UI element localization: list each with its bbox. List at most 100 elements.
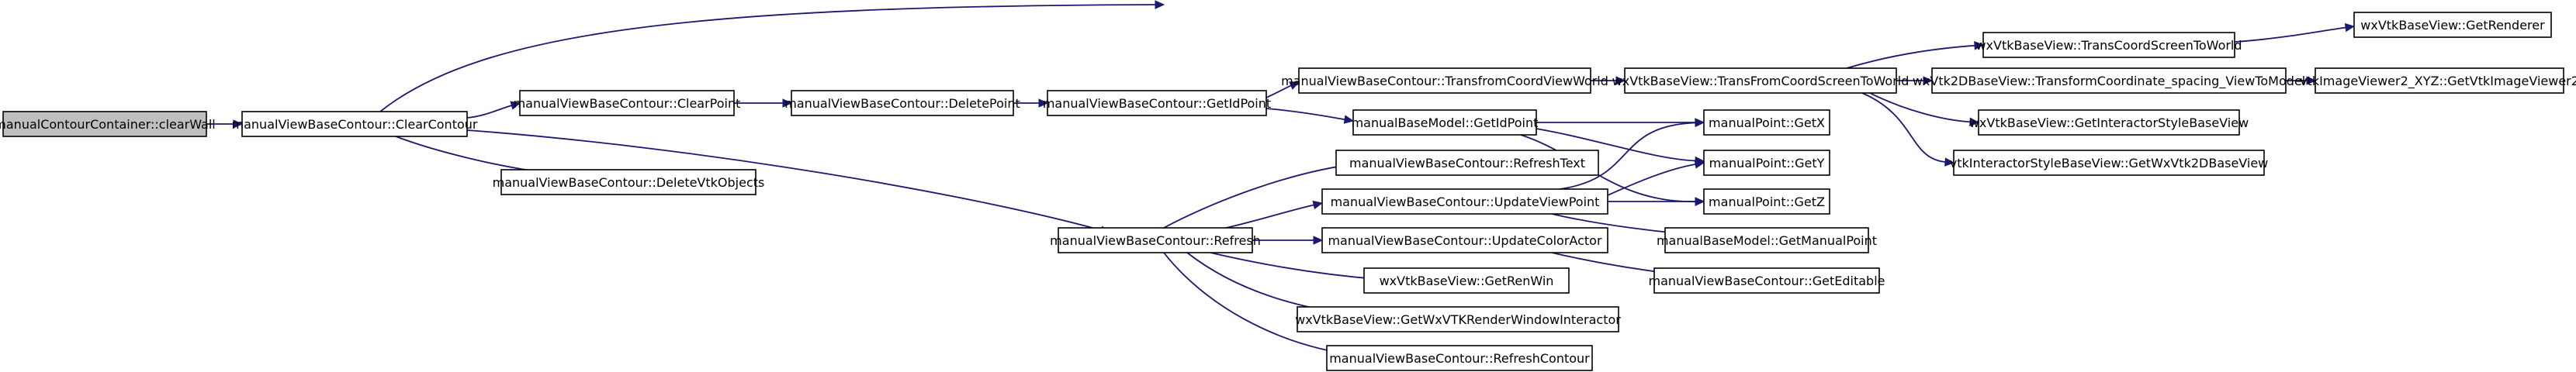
edge-arrowhead [1343,115,1355,124]
node-box [1297,306,1619,332]
node-label: wxVtk2DBaseView::TransformCoordinate_spa… [1913,74,2305,89]
node-box [519,90,735,116]
call-edge [1536,118,1705,127]
function-node[interactable]: manualViewBaseContour::ClearPoint [514,90,741,116]
call-edge [466,101,521,119]
node-label: manualBaseModel::GetIdPoint [1352,115,1539,130]
function-node[interactable]: manualPoint::GetZ [1703,188,1830,215]
function-node[interactable]: wxVtkBaseView::GetWxVTKRenderWindowInter… [1295,306,1621,332]
node-box [500,169,757,195]
function-node[interactable]: manualViewBaseContour::UpdateViewPoint [1321,188,1608,215]
call-edge [206,119,244,129]
edge-line [1163,252,1359,356]
call-edge [1590,76,1626,85]
node-box [1298,67,1591,94]
node-box [2315,67,2564,94]
function-node[interactable]: wxVtk2DBaseView::TransformCoordinate_spa… [1913,67,2305,94]
node-box [1363,267,1570,294]
edge-arrowhead [1312,200,1324,210]
node-box [791,90,1014,116]
edge-line [1265,84,1293,98]
call-edge [2285,76,2317,85]
edge-line [1163,163,1359,229]
edge-arrowhead [1969,117,1980,127]
edge-line [1520,134,1697,203]
call-edge [1607,160,1705,196]
node-box [1321,188,1608,215]
node-label: vtkInteractorStyleBaseView::GetWxVtk2DBa… [1950,156,2269,170]
function-node[interactable]: vtkImageViewer2_XYZ::GetVtkImageViewer2 [2300,67,2576,94]
function-node[interactable]: manualBaseModel::GetIdPoint [1352,109,1539,136]
node-box [1703,150,1830,176]
function-node[interactable]: manualViewBaseContour::GetIdPoint [1043,90,1271,116]
node-box [1931,67,2287,94]
node-label: manualPoint::GetX [1709,115,1825,130]
node-box [1953,150,2265,176]
function-node[interactable]: manualViewBaseContour::RefreshText [1335,150,1599,176]
edge-line [1607,163,1697,196]
node-box [1058,227,1253,253]
edge-line [1846,44,1976,69]
function-node[interactable]: manualViewBaseContour::DeleteVtkObjects [493,169,765,195]
function-node[interactable]: manualViewBaseContour::DeletePoint [784,90,1020,116]
function-node[interactable]: manualViewBaseContour::Refresh [1050,227,1261,253]
node-label: manualPoint::GetZ [1709,195,1825,209]
function-node[interactable]: wxVtkBaseView::TransCoordScreenToWorld [1975,32,2242,58]
function-node[interactable]: vtkInteractorStyleBaseView::GetWxVtk2DBa… [1950,150,2269,176]
edge-line [379,4,1157,112]
function-node[interactable]: wxVtkBaseView::TransFromCoordScreenToWor… [1612,67,1909,94]
node-label: wxVtkBaseView::GetRenWin [1380,274,1554,288]
node-label: wxVtkBaseView::GetWxVTKRenderWindowInter… [1295,312,1621,327]
node-label: wxVtkBaseView::TransCoordScreenToWorld [1975,38,2242,53]
edge-line [1186,252,1359,316]
function-node[interactable]: manualPoint::GetX [1703,109,1830,136]
edge-arrowhead [1923,76,1934,85]
function-node[interactable]: manualViewBaseContour::GetEditable [1649,267,1885,294]
function-node[interactable]: manualPoint::GetY [1703,150,1830,176]
edge-line [1265,108,1346,121]
function-node[interactable]: manualViewBaseContour::ClearContour [232,111,478,137]
node-box [1703,109,1830,136]
edge-line [2234,26,2347,43]
function-node[interactable]: manualViewBaseContour::RefreshContour [1326,345,1593,371]
node-label: manualViewBaseContour::UpdateColorActor [1328,233,1601,248]
edge-line [1536,128,1697,162]
root-function-node[interactable]: manualContourContainer::clearWall [0,111,216,137]
node-label: manualContourContainer::clearWall [0,117,216,132]
node-box [1664,227,1869,253]
function-node[interactable]: manualViewBaseContour::UpdateColorActor [1321,227,1608,253]
call-edge [1265,81,1300,98]
edge-arrowhead [1694,160,1705,169]
node-box [1624,67,1897,94]
edge-arrowhead [1974,41,1985,50]
edge-line [1210,252,1390,281]
function-node[interactable]: manualViewBaseContour::TransfromCoordVie… [1281,67,1608,94]
call-edge [1869,92,1980,127]
node-label: manualViewBaseContour::RefreshContour [1329,351,1590,366]
node-label: manualViewBaseContour::RefreshText [1349,156,1585,170]
node-box [1352,109,1537,136]
node-label: manualViewBaseContour::TransfromCoordVie… [1281,74,1608,88]
node-label: manualViewBaseContour::DeleteVtkObjects [493,175,765,190]
node-label: manualPoint::GetY [1709,156,1825,170]
call-edge [1225,200,1324,229]
call-edge [379,0,1165,112]
edge-arrowhead [1944,157,1955,167]
call-edge [734,98,793,108]
function-node[interactable]: manualBaseModel::GetManualPoint [1657,227,1877,253]
function-node[interactable]: wxVtkBaseView::GetRenWin [1363,267,1570,294]
edge-arrowhead [1313,236,1324,245]
edge-line [1869,92,1972,123]
node-label: manualViewBaseContour::UpdateViewPoint [1331,195,1600,209]
node-box [1978,109,2240,136]
function-node[interactable]: wxVtkBaseView::GetRenderer [2353,12,2552,38]
edge-line [466,129,1103,232]
node-box [1335,150,1599,176]
edge-arrowhead [1615,76,1626,85]
edge-arrowhead [782,98,793,108]
function-node[interactable]: wxVtkBaseView::GetInteractorStyleBaseVie… [1969,109,2249,136]
edge-line [1559,122,1697,190]
node-label: manualBaseModel::GetManualPoint [1657,233,1877,248]
